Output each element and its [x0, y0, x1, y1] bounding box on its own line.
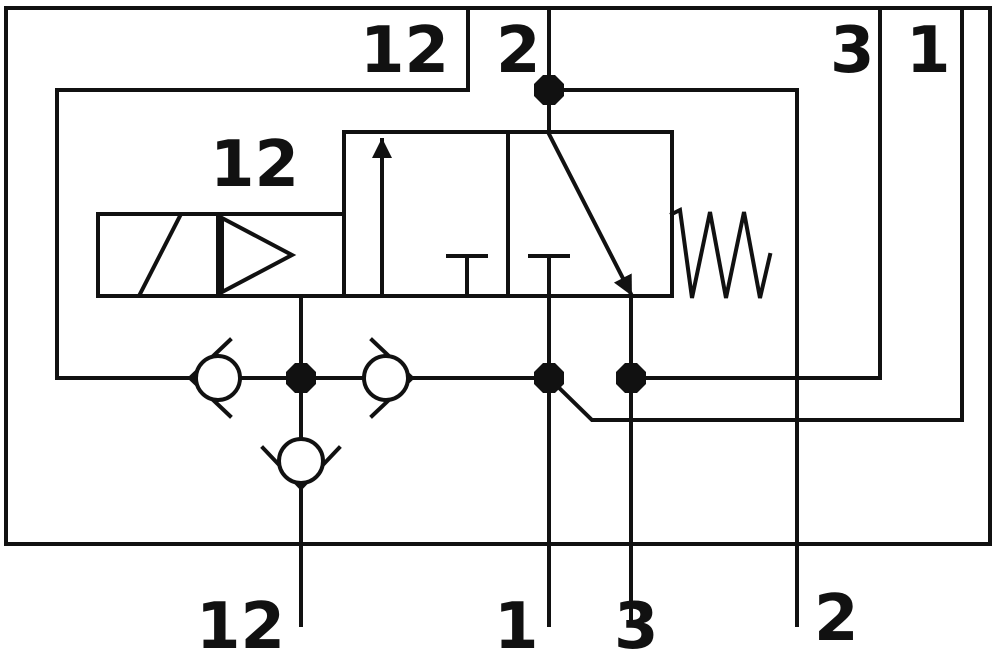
- pilot-triangle: [220, 214, 297, 296]
- junction-node-top: [534, 75, 564, 105]
- label-top-2: 2: [496, 14, 541, 88]
- port-3-exhaust-line: [629, 6, 882, 380]
- label-bottom-2: 2: [814, 582, 859, 656]
- check-valve-right: [362, 337, 415, 419]
- check-valve-left: [187, 337, 242, 419]
- port-1-supply-line: [546, 6, 964, 422]
- pilot-port-12-box: [55, 6, 470, 380]
- solenoid-actuator: [96, 212, 346, 298]
- spring-return: [669, 206, 773, 299]
- flow-arrow-diagonal: [546, 131, 634, 297]
- port-2-outlet-line: [547, 88, 799, 627]
- solenoid-winding-slash: [137, 213, 183, 297]
- outer-enclosure: [4, 6, 992, 546]
- label-solenoid-12: 12: [210, 128, 299, 202]
- blocked-port-left: [446, 254, 488, 298]
- blocked-port-right: [528, 254, 570, 298]
- check-valve-bottom: [260, 437, 342, 491]
- label-bottom-3: 3: [614, 590, 659, 657]
- junction-node-port-3: [616, 363, 646, 393]
- junction-node-port-1: [534, 363, 564, 393]
- label-bottom-12: 12: [196, 590, 285, 657]
- label-top-12: 12: [360, 14, 449, 88]
- label-bottom-1: 1: [494, 590, 539, 657]
- label-top-1: 1: [906, 14, 951, 88]
- valve-position-left: [342, 130, 510, 298]
- label-top-3: 3: [830, 14, 875, 88]
- junction-node-shuttle: [286, 363, 316, 393]
